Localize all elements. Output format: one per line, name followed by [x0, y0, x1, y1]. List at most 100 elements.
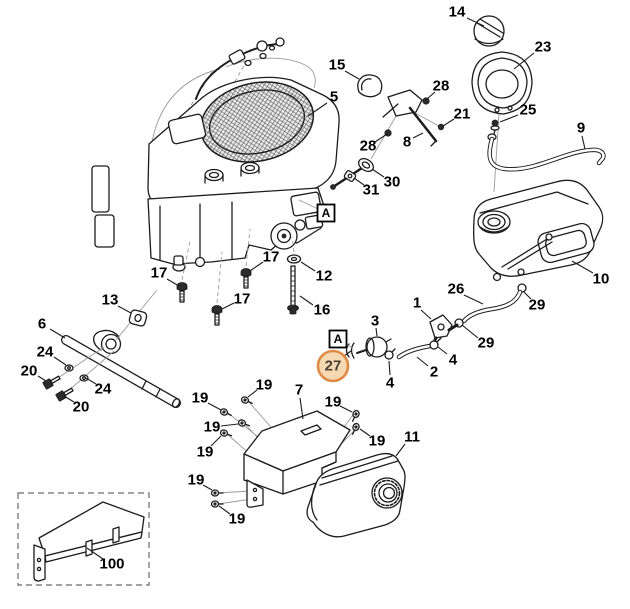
callout-label: 15: [329, 57, 346, 74]
callout-2[interactable]: 2: [416, 356, 438, 381]
callout-label: 19: [229, 511, 246, 528]
callout-4[interactable]: 4: [386, 360, 395, 392]
callout-19[interactable]: 19: [325, 394, 353, 413]
callout-17[interactable]: 17: [221, 291, 250, 310]
callout-10[interactable]: 10: [571, 260, 610, 288]
screw-19: [210, 489, 224, 497]
callout-5[interactable]: 5: [307, 89, 338, 117]
callout-20[interactable]: 20: [21, 363, 47, 382]
callout-24[interactable]: 24: [37, 344, 67, 366]
fuel-tank: [473, 179, 604, 282]
callout-label: 3: [371, 313, 379, 330]
leader-line: [426, 91, 436, 100]
wiring-harness: [151, 37, 316, 143]
bolt-17: [211, 305, 223, 326]
callout-17[interactable]: 17: [151, 265, 180, 287]
muffler: [306, 453, 406, 538]
callout-28[interactable]: 28: [426, 78, 450, 100]
callout-9[interactable]: 9: [577, 120, 586, 150]
callout-label: 1: [413, 295, 421, 312]
callout-25[interactable]: 25: [499, 102, 536, 123]
callout-label: 4: [449, 352, 458, 369]
callout-label: 13: [102, 292, 119, 309]
callout-3[interactable]: 3: [371, 313, 379, 337]
callout-31[interactable]: 31: [353, 177, 379, 199]
callout-label: 5: [330, 89, 338, 106]
callout-12[interactable]: 12: [300, 261, 332, 285]
callout-19[interactable]: 19: [188, 472, 213, 491]
callout-19[interactable]: 19: [359, 428, 386, 450]
filler-bezel: [471, 51, 533, 115]
callout-label: 27: [325, 358, 342, 375]
callout-29[interactable]: 29: [461, 324, 495, 352]
fuel-filter: [356, 336, 392, 358]
callout-label: 28: [433, 78, 450, 95]
callout-label: 100: [99, 556, 124, 573]
callout-23[interactable]: 23: [513, 39, 551, 70]
callout-21[interactable]: 21: [442, 106, 471, 127]
callout-label: 21: [454, 106, 471, 123]
callout-7[interactable]: 7: [295, 382, 304, 420]
leader-line: [466, 17, 485, 27]
callout-label: 10: [593, 271, 610, 288]
callout-4[interactable]: 4: [437, 346, 458, 369]
leader-line: [53, 356, 67, 366]
callout-19[interactable]: 19: [218, 505, 246, 528]
bolt-17: [176, 282, 188, 303]
callout-29[interactable]: 29: [523, 291, 545, 314]
bolt-20: [55, 387, 74, 402]
leader-line: [344, 70, 360, 80]
callout-17[interactable]: 17: [249, 249, 279, 272]
callout-19[interactable]: 19: [192, 390, 222, 411]
callout-label: 4: [386, 375, 395, 392]
washer-12-part: [286, 254, 302, 264]
highlight-circle[interactable]: [316, 349, 350, 383]
callout-27[interactable]: 27: [316, 349, 352, 383]
leader-line: [166, 278, 180, 287]
leader-line: [359, 428, 371, 437]
callout-A[interactable]: A: [328, 329, 348, 349]
leader-line: [85, 377, 97, 385]
callout-28[interactable]: 28: [360, 133, 388, 155]
callout-24[interactable]: 24: [85, 377, 112, 398]
callout-26[interactable]: 26: [448, 281, 484, 305]
callout-label: 26: [448, 281, 465, 298]
callout-label: 14: [449, 4, 466, 21]
leader-line: [86, 547, 104, 560]
leader-line: [247, 389, 258, 398]
leader-line: [307, 102, 328, 117]
leader-line: [499, 114, 519, 123]
callout-label: 30: [384, 174, 401, 191]
callout-label: 29: [478, 335, 495, 352]
callout-19[interactable]: 19: [204, 419, 239, 436]
callout-13[interactable]: 13: [102, 292, 132, 314]
leader-line: [461, 324, 479, 339]
callout-A[interactable]: A: [316, 203, 336, 223]
bolt-16-part: [287, 265, 299, 315]
grommet-13-part: [128, 309, 148, 327]
callout-label: 6: [38, 316, 46, 333]
screw-19: [240, 396, 253, 405]
callout-19[interactable]: 19: [197, 435, 222, 461]
callout-label: 20: [73, 399, 90, 416]
callout-1[interactable]: 1: [413, 295, 432, 320]
callout-14[interactable]: 14: [449, 4, 485, 27]
callout-label: 19: [369, 433, 386, 450]
leader-line: [249, 261, 264, 272]
leader-line: [581, 135, 586, 150]
fuel-valve: [429, 314, 459, 346]
callout-30[interactable]: 30: [371, 168, 401, 191]
callout-19[interactable]: 19: [247, 377, 272, 398]
callout-20[interactable]: 20: [63, 395, 90, 416]
callout-100[interactable]: 100: [86, 547, 125, 573]
hose-clamp-4a: [429, 337, 442, 350]
callout-11[interactable]: 11: [395, 429, 420, 457]
callout-15[interactable]: 15: [329, 57, 360, 80]
leader-line: [299, 397, 304, 420]
callout-6[interactable]: 6: [38, 316, 66, 339]
tank-handle-recess: [537, 222, 595, 264]
screw-19: [237, 419, 251, 427]
callout-8[interactable]: 8: [403, 132, 424, 151]
callout-16[interactable]: 16: [299, 295, 330, 319]
